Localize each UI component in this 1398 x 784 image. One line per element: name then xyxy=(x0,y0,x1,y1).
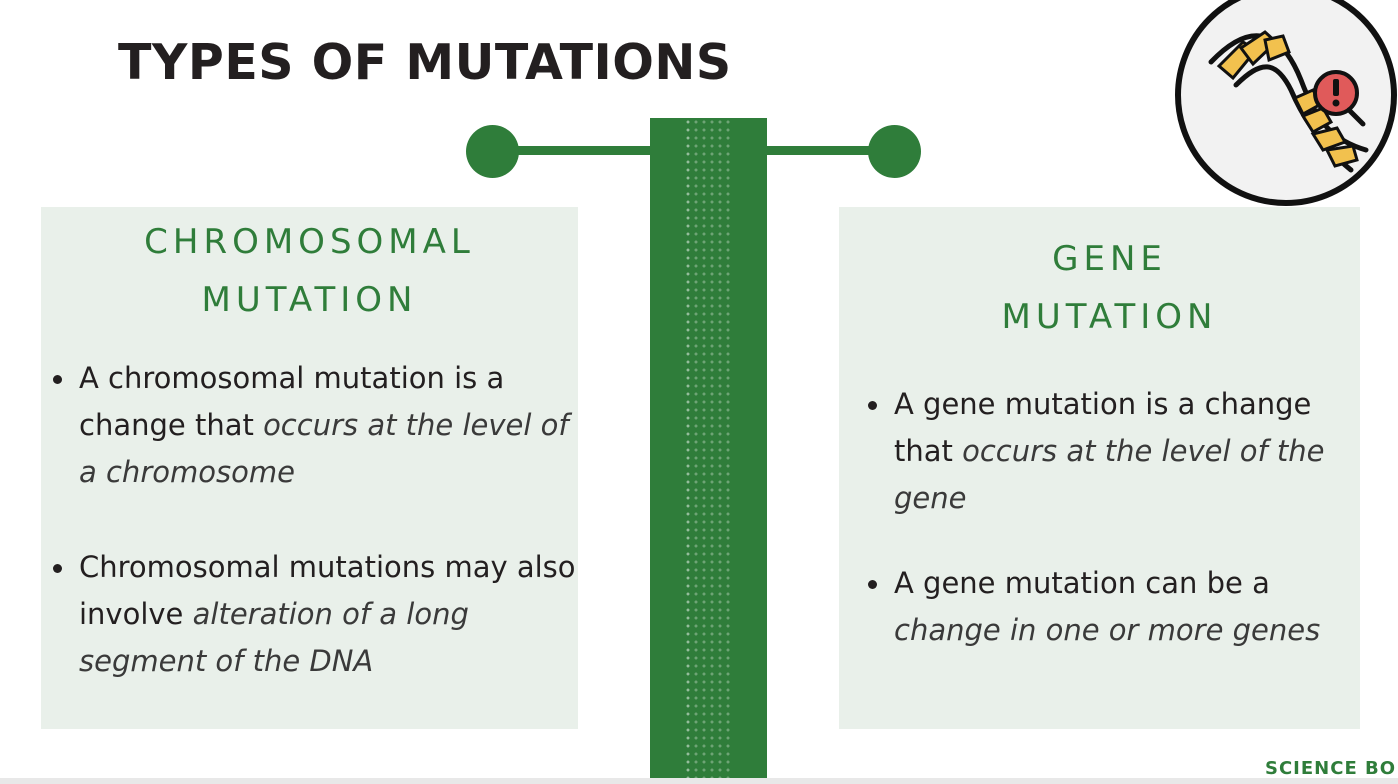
list-item: A gene mutation can be a change in one o… xyxy=(856,560,1356,654)
center-pole xyxy=(650,118,767,784)
heading-line-1: CHROMOSOMAL xyxy=(144,222,475,262)
gene-mutation-card: GENE MUTATION A gene mutation is a chang… xyxy=(839,207,1360,729)
gene-mutation-heading: GENE MUTATION xyxy=(839,230,1360,346)
pole-dot-pattern xyxy=(684,118,732,784)
heading-line-1: GENE xyxy=(1052,239,1167,279)
dna-mutation-icon xyxy=(1208,30,1369,173)
page-title: TYPES OF MUTATIONS xyxy=(118,34,732,91)
left-arm xyxy=(492,146,652,155)
bullet-emphasis: occurs at the level of the gene xyxy=(894,434,1325,515)
bullet-text: A chromosomal mutation is a change that xyxy=(79,361,505,442)
bullet-text: A gene mutation can be a xyxy=(894,566,1270,600)
bullet-emphasis: change in one or more genes xyxy=(894,613,1321,647)
bullet-emphasis: alteration of a long segment of the DNA xyxy=(79,597,469,678)
left-knob xyxy=(466,125,519,178)
right-knob xyxy=(868,125,921,178)
dna-mutation-icon xyxy=(1175,0,1397,206)
list-item: A chromosomal mutation is a change that … xyxy=(41,355,581,496)
bullet-text: A gene mutation is a change that xyxy=(894,387,1312,468)
list-item: A gene mutation is a change that occurs … xyxy=(856,381,1356,522)
chromosomal-bullet-list: A chromosomal mutation is a change that … xyxy=(41,355,581,685)
heading-line-2: MUTATION xyxy=(201,280,418,320)
heading-line-2: MUTATION xyxy=(1001,297,1218,337)
gene-bullet-list: A gene mutation is a change that occurs … xyxy=(856,381,1356,654)
bullet-text: Chromosomal mutations may also involve xyxy=(79,550,576,631)
list-item: Chromosomal mutations may also involve a… xyxy=(41,544,581,685)
brand-text: SCIENCE BO xyxy=(1265,758,1397,779)
chromosomal-mutation-card: CHROMOSOMAL MUTATION A chromosomal mutat… xyxy=(41,207,578,729)
footer-bar xyxy=(0,778,1398,784)
bullet-emphasis: occurs at the level of a chromosome xyxy=(79,408,569,489)
chromosomal-mutation-heading: CHROMOSOMAL MUTATION xyxy=(41,213,578,329)
right-arm xyxy=(765,146,895,155)
